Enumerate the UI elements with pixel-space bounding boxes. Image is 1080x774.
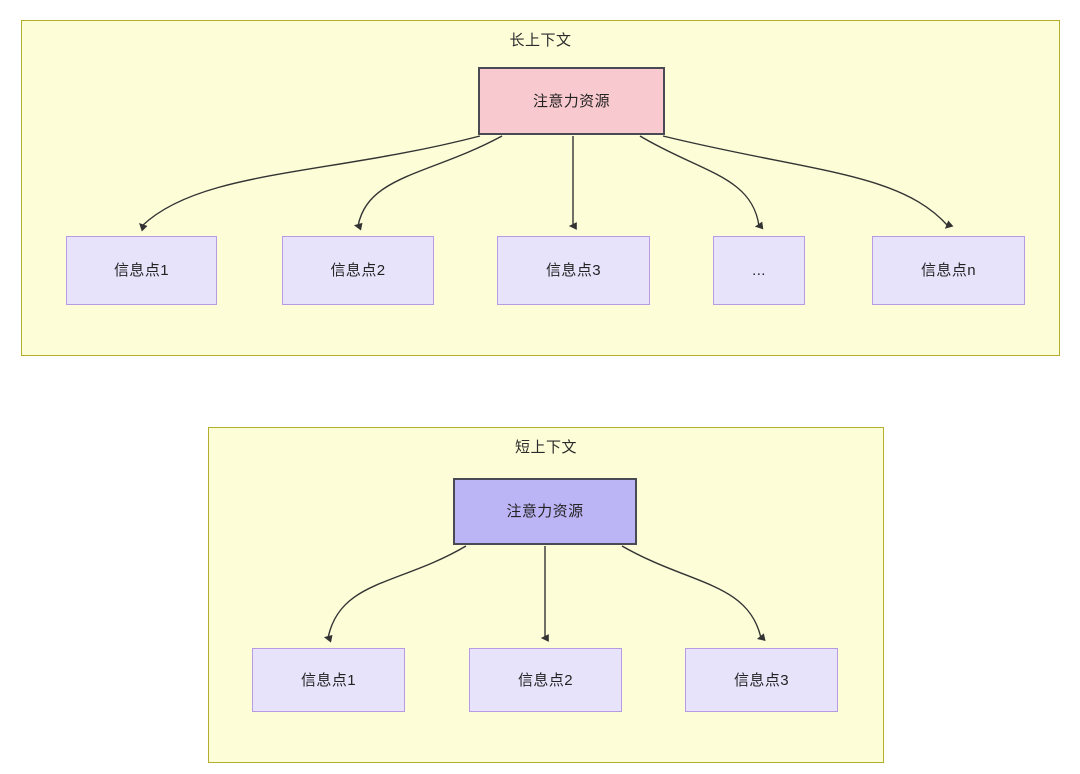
group-long-context-title: 长上下文 (509, 32, 572, 49)
node-leaf-long-context-4[interactable]: 信息点n (872, 236, 1025, 305)
node-leaf-short-context-1[interactable]: 信息点2 (469, 648, 622, 712)
node-leaf-short-context-0[interactable]: 信息点1 (252, 648, 405, 712)
node-leaf-long-context-2[interactable]: 信息点3 (497, 236, 650, 305)
node-leaf-long-context-1[interactable]: 信息点2 (282, 236, 434, 305)
node-leaf-short-context-2[interactable]: 信息点3 (685, 648, 838, 712)
node-root-short-context[interactable]: 注意力资源 (453, 478, 637, 545)
node-leaf-long-context-0[interactable]: 信息点1 (66, 236, 217, 305)
group-short-context-title: 短上下文 (514, 439, 577, 456)
node-leaf-long-context-3[interactable]: ... (713, 236, 805, 305)
node-root-long-context[interactable]: 注意力资源 (478, 67, 665, 135)
